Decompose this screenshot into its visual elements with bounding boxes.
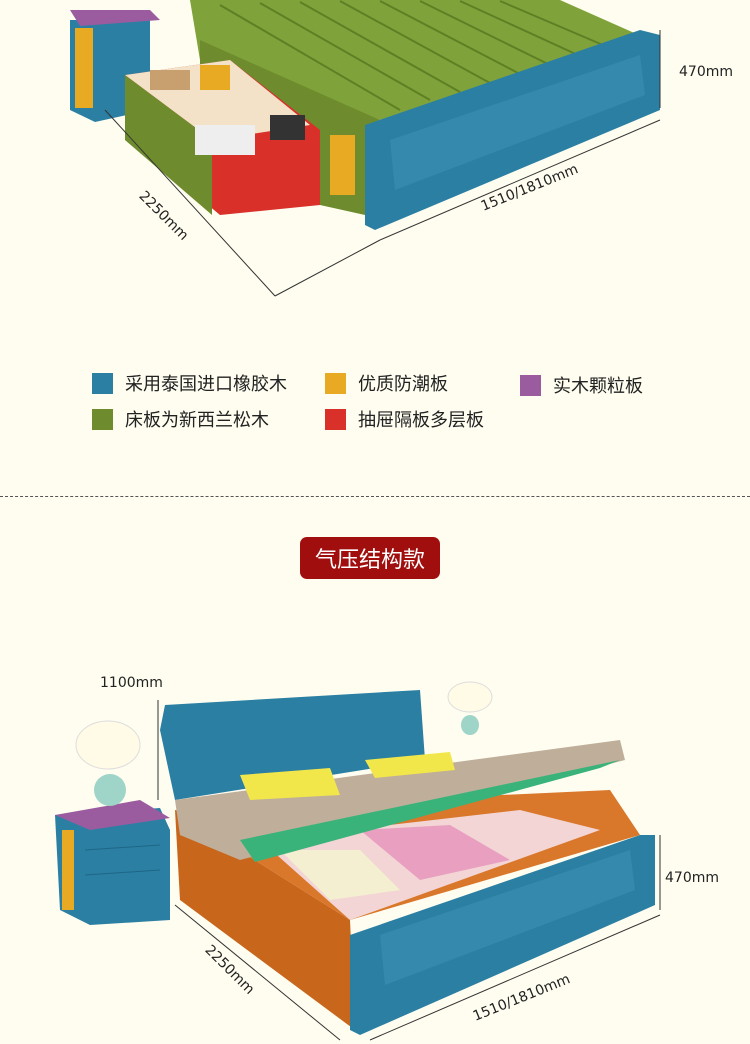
- legend-item-plywood: 抽屉隔板多层板: [325, 406, 484, 432]
- legend-label: 实木颗粒板: [553, 376, 643, 397]
- legend-swatch: [92, 372, 113, 394]
- gas-lift-bed-illustration: [55, 681, 661, 1041]
- legend-item-rubberwood: 采用泰国进口橡胶木: [92, 370, 287, 396]
- legend-label: 优质防潮板: [358, 374, 448, 395]
- section-divider: [0, 496, 750, 497]
- legend-label: 采用泰国进口橡胶木: [125, 374, 287, 395]
- bottom-height-label: 470mm: [665, 870, 719, 886]
- legend-swatch: [92, 408, 113, 430]
- legend-item-particleboard: 实木颗粒板: [520, 372, 643, 398]
- legend-label: 抽屉隔板多层板: [358, 410, 484, 431]
- legend-label: 床板为新西兰松木: [125, 410, 269, 431]
- drawer-bed-illustration: [70, 0, 661, 297]
- top-height-label: 470mm: [679, 64, 733, 80]
- legend-swatch: [325, 372, 346, 394]
- bottom-headboard-height-label: 1100mm: [100, 675, 163, 691]
- legend-item-pine: 床板为新西兰松木: [92, 406, 269, 432]
- legend-swatch: [520, 374, 541, 396]
- legend-swatch: [325, 408, 346, 430]
- legend-item-moistureproof: 优质防潮板: [325, 370, 448, 396]
- section-badge: 气压结构款: [300, 537, 440, 579]
